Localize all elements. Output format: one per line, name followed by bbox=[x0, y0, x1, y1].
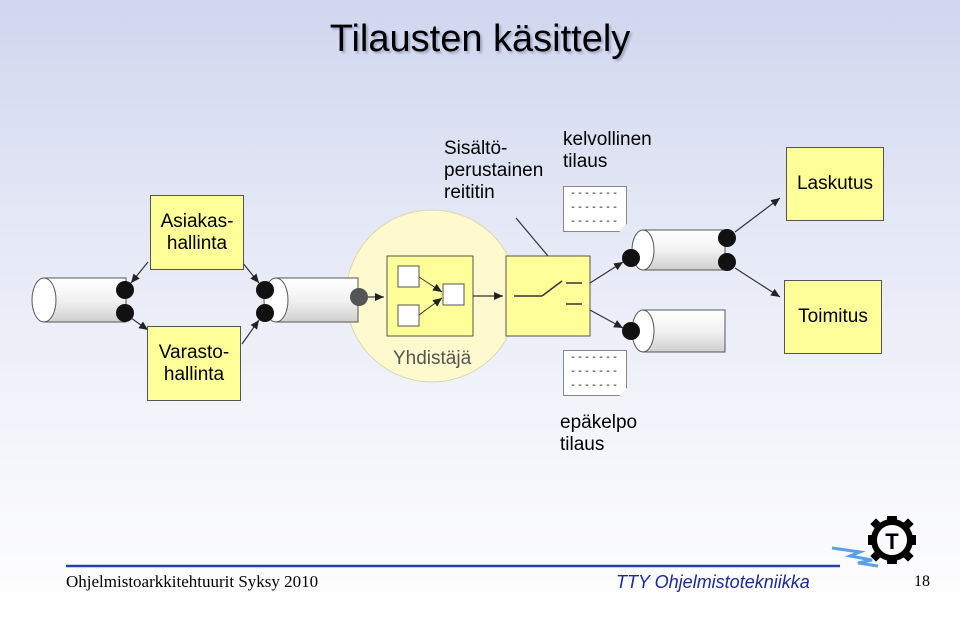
arrow-asiakas-out bbox=[241, 261, 260, 284]
valid-message-doc: ------- ------- ------- bbox=[563, 186, 627, 232]
valid-msg-line3: ------- bbox=[570, 217, 620, 228]
valid-msg-line1: ------- bbox=[570, 189, 620, 200]
port-mid-top bbox=[256, 281, 274, 299]
arrow-router-bottom bbox=[589, 309, 624, 329]
toimitus-box: Toimitus bbox=[784, 280, 882, 354]
router-label: Sisältö- perustainen reititin bbox=[444, 138, 543, 204]
varastohallinta-line1: Varasto- bbox=[158, 341, 230, 363]
pipe-bottom-right bbox=[631, 309, 726, 353]
footer-course: Ohjelmistoarkkitehtuurit Syksy 2010 bbox=[66, 572, 319, 591]
pipe-middle bbox=[263, 277, 359, 323]
gear-logo-icon: T bbox=[831, 516, 916, 568]
arrow-asiakas-pipe bbox=[130, 261, 149, 284]
router-label-line3: reititin bbox=[444, 182, 495, 203]
port-left-top bbox=[116, 281, 134, 299]
arrow-router-top bbox=[589, 261, 624, 284]
valid-msg-line2: ------- bbox=[570, 203, 620, 214]
aggregator-box bbox=[386, 255, 474, 337]
invalid-msg-line1: ------- bbox=[570, 353, 620, 364]
router-pointer bbox=[515, 217, 549, 257]
router-label-line1: Sisältö- bbox=[444, 138, 508, 159]
arrow-to-toimitus bbox=[734, 267, 781, 298]
invalid-order-line1: epäkelpo bbox=[560, 412, 638, 433]
varastohallinta-box: Varasto- hallinta bbox=[147, 326, 241, 401]
aggregator-label: Yhdistäjä bbox=[393, 348, 472, 369]
arrow-to-laskutus bbox=[734, 197, 781, 233]
valid-order-label: kelvollinen tilaus bbox=[563, 129, 652, 173]
svg-text:T: T bbox=[885, 529, 899, 554]
port-mid-out bbox=[350, 288, 368, 306]
asiakashallinta-box: Asiakas- hallinta bbox=[150, 195, 244, 270]
arrow-varasto-out bbox=[241, 319, 260, 345]
asiakashallinta-line2: hallinta bbox=[166, 232, 228, 254]
router-box bbox=[505, 255, 591, 337]
invalid-order-line2: tilaus bbox=[560, 434, 605, 455]
invalid-msg-line3: ------- bbox=[570, 381, 620, 392]
toimitus-label: Toimitus bbox=[798, 306, 868, 327]
port-tr-bottom bbox=[718, 253, 736, 271]
laskutus-label: Laskutus bbox=[796, 173, 874, 194]
invalid-message-doc: ------- ------- ------- bbox=[563, 350, 627, 396]
footer-department: TTY Ohjelmistotekniikka bbox=[616, 572, 810, 592]
pipe-top-right bbox=[631, 229, 726, 271]
port-tr-in bbox=[622, 249, 640, 267]
port-tr-top bbox=[718, 229, 736, 247]
pipe-left bbox=[31, 277, 127, 323]
arrow-varasto-pipe bbox=[130, 317, 149, 331]
port-br-in bbox=[622, 322, 640, 340]
valid-order-line1: kelvollinen bbox=[563, 129, 652, 150]
laskutus-box: Laskutus bbox=[786, 147, 884, 221]
varastohallinta-line2: hallinta bbox=[163, 363, 225, 385]
page-number: 18 bbox=[914, 573, 930, 590]
port-mid-bottom bbox=[256, 304, 274, 322]
slide-title: Tilausten käsittely bbox=[329, 18, 631, 60]
asiakashallinta-line1: Asiakas- bbox=[160, 210, 234, 232]
port-left-bottom bbox=[116, 304, 134, 322]
router-label-line2: perustainen bbox=[444, 160, 544, 181]
invalid-order-label: epäkelpo tilaus bbox=[560, 412, 637, 456]
invalid-msg-line2: ------- bbox=[570, 367, 620, 378]
valid-order-line2: tilaus bbox=[563, 151, 608, 172]
